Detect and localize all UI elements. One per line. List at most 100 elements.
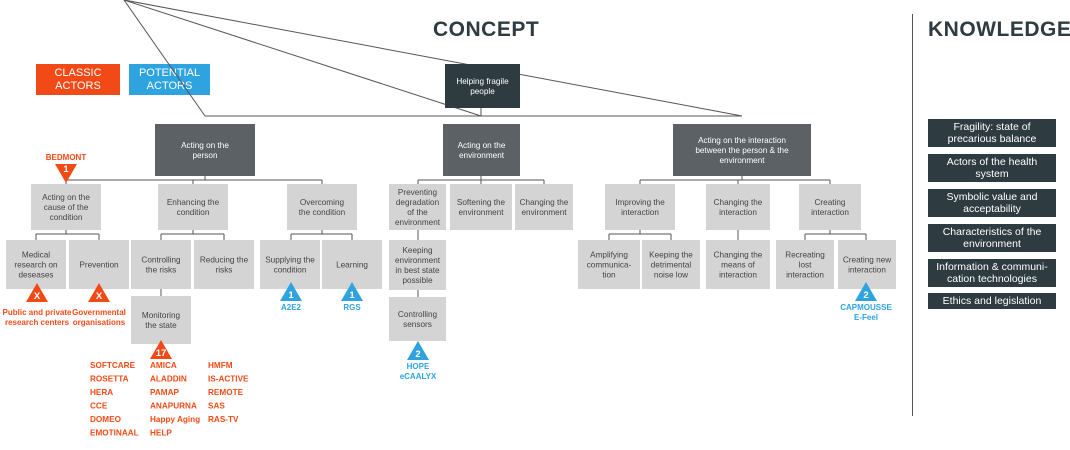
project-item: RAS-TV — [208, 415, 239, 424]
project-item: CCE — [90, 402, 108, 411]
l2-changing-environment-box — [515, 184, 573, 230]
l4-monitoring-state-box — [131, 296, 191, 344]
l2-overcoming-condition-box — [287, 184, 357, 230]
project-item: ANAPURNA — [150, 402, 197, 411]
l4-controlling-sensors-box — [389, 297, 446, 341]
marker-learning-caption: RGS — [343, 303, 361, 312]
root-node-box — [445, 64, 520, 108]
project-item: PAMAP — [150, 388, 179, 397]
marker-bedmont-triangle — [55, 164, 77, 183]
marker-supplying-number: 1 — [288, 290, 294, 301]
project-item: HMFM — [208, 361, 233, 370]
concept-header: CONCEPT — [433, 18, 540, 41]
marker-creating-triangle — [855, 282, 877, 301]
l3-medical-research-box — [6, 240, 66, 289]
marker-bedmont-caption: BEDMONT — [46, 153, 87, 162]
l3-changing-means-box — [706, 240, 770, 289]
l3-supplying-condition-box — [260, 240, 320, 289]
l3-prevention-box — [69, 240, 129, 289]
marker-creating-number: 2 — [863, 290, 868, 301]
l3-recreating-lost-box — [776, 240, 834, 289]
l3-reducing-risks-box — [194, 240, 254, 289]
connector-line — [123, 0, 482, 117]
knowledge-item-ict: Information & communi-cation technologie… — [928, 259, 1056, 287]
l3-learning-label: Learning — [336, 260, 368, 269]
marker-supplying-caption: A2E2 — [281, 303, 302, 312]
project-item: ROSETTA — [90, 375, 129, 384]
project-item: SAS — [208, 402, 225, 411]
knowledge-header: KNOWLEDGE — [928, 18, 1070, 41]
marker-prevention-triangle — [88, 283, 110, 302]
l3-prevention: Prevention — [69, 240, 129, 289]
l3-creating-new-box — [838, 240, 896, 289]
l3-keeping-noise-low-box — [642, 240, 700, 289]
l3-controlling-risks-box — [131, 240, 191, 289]
marker-medical-number: X — [34, 291, 41, 302]
marker-monitoring: 17 — [150, 340, 172, 359]
l3-prevention-label: Prevention — [79, 260, 119, 269]
project-item: EMOTINAAL — [90, 429, 139, 438]
marker-bedmont-number: 1 — [63, 164, 69, 175]
project-item: ALADDIN — [150, 375, 187, 384]
l1-acting-on-person-box — [155, 124, 255, 176]
marker-supplying-triangle — [280, 282, 302, 301]
l3-learning-box — [322, 240, 382, 289]
project-item: HERA — [90, 388, 113, 397]
divider — [912, 14, 913, 416]
marker-prevention-number: X — [96, 291, 103, 302]
l1-acting-on-environment-box — [443, 124, 520, 176]
marker-bedmont: 1 BEDMONT — [46, 153, 87, 183]
